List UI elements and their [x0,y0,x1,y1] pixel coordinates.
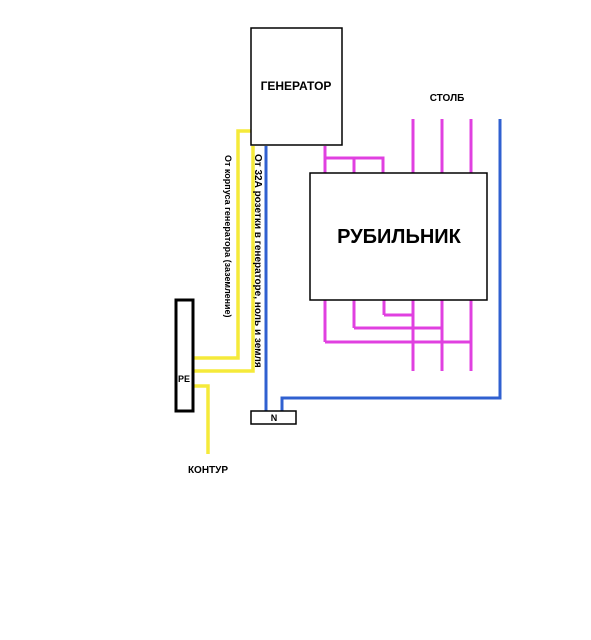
ground-wire-generator-body [193,129,253,360]
phase-generator-bridge [325,156,385,173]
generator-label: ГЕНЕРАТОР [261,79,332,93]
neutral-wire-pole [280,119,502,411]
phase-wires [323,119,473,371]
switch-box [309,172,488,301]
generator-box [250,27,343,146]
socket-wire-note: От 32А розетки в генераторе, ноль и земл… [252,154,263,368]
switch-label: РУБИЛЬНИК [337,226,461,248]
ground-wires [193,129,255,454]
pole-label: СТОЛБ [430,93,465,104]
pe-label: PE [178,374,190,384]
neutral-bus [250,410,297,425]
ground-wire-note: От корпуса генератора (заземление) [223,155,233,318]
pe-bus [174,298,195,413]
ground-contour-label: КОНТУР [188,465,228,476]
ground-wire-contour [193,384,210,454]
ground-wire-socket [193,146,255,373]
neutral-wires [264,119,502,411]
neutral-bus-label: N [271,413,278,423]
